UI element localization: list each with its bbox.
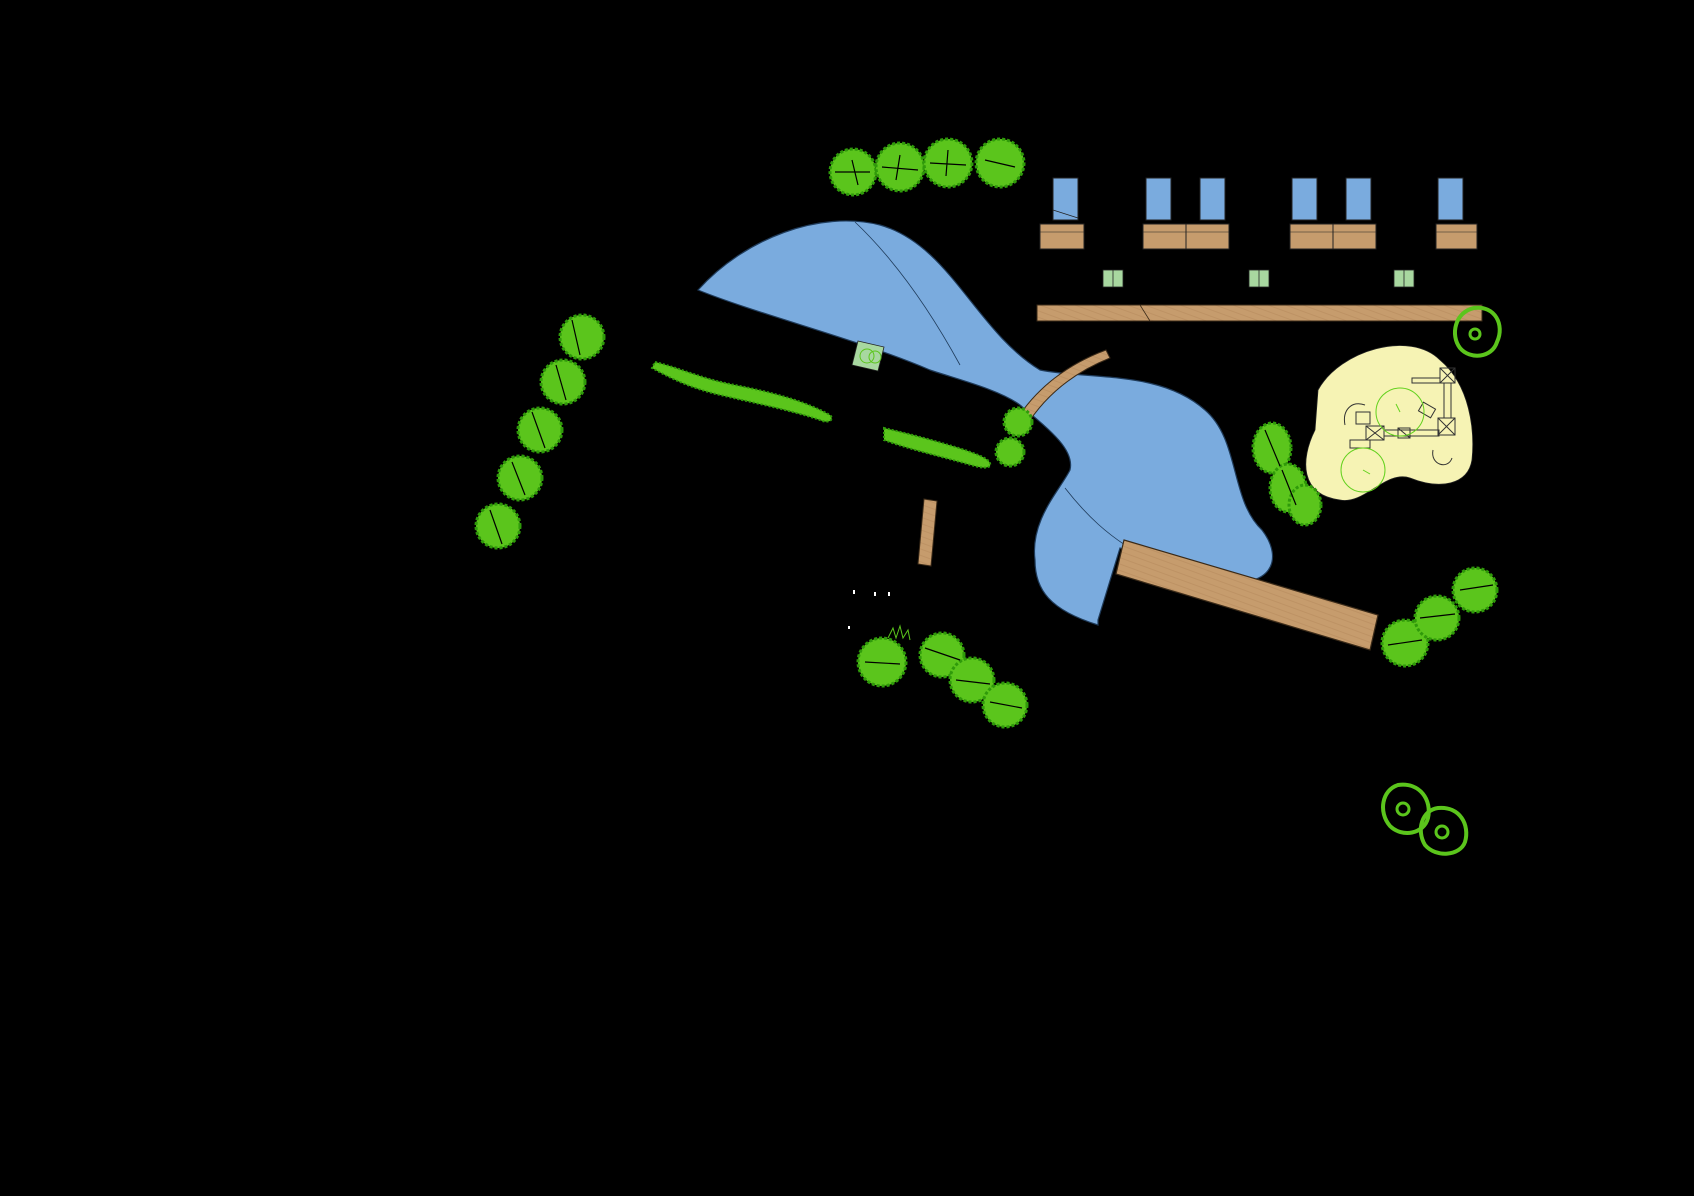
pond-contour-line xyxy=(1064,487,1126,546)
playground-sand xyxy=(1305,345,1474,501)
small-pier xyxy=(917,498,938,567)
bench-icon xyxy=(1248,269,1270,288)
cabin xyxy=(1332,177,1377,250)
hedge-icon xyxy=(650,360,833,423)
grass-tuft-icon xyxy=(887,624,911,641)
tree-group-left xyxy=(474,313,606,550)
tree-group-pondside xyxy=(994,406,1323,527)
cabin xyxy=(1435,177,1478,250)
hedge-icon xyxy=(883,426,992,469)
cabin xyxy=(1039,177,1085,250)
tree-icon xyxy=(1381,782,1469,856)
pond-contour-line xyxy=(854,221,961,366)
bench-icon xyxy=(1393,269,1415,288)
tree-group-top xyxy=(828,137,1026,197)
promenade xyxy=(1036,304,1483,322)
play-structure-icon xyxy=(1343,367,1456,466)
cabin xyxy=(1289,177,1334,250)
tree-icon xyxy=(1453,305,1502,358)
cabin xyxy=(1185,177,1230,250)
marker-icon xyxy=(848,590,890,629)
tree-group-bottom xyxy=(856,624,1029,729)
tree-group-right xyxy=(1380,566,1499,668)
promenade-joint xyxy=(1139,304,1151,322)
boardwalk-diagonal xyxy=(1115,539,1379,651)
bench-icon xyxy=(1102,269,1124,288)
cabin xyxy=(1142,177,1187,250)
picnic-table-icon xyxy=(851,340,885,372)
tree-icon xyxy=(1340,387,1425,493)
footbridge xyxy=(1014,349,1111,429)
